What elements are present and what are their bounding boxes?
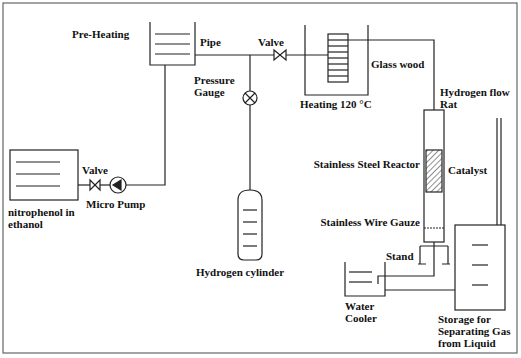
part-label: Stand bbox=[386, 250, 418, 262]
part-label: Pressure Gauge bbox=[194, 74, 242, 98]
part-label: Stainless Steel Reactor bbox=[290, 158, 420, 170]
catalyst-bed bbox=[426, 150, 442, 192]
part-label: Catalyst bbox=[448, 164, 496, 176]
storage-marks bbox=[472, 245, 488, 285]
part-label: Heating 120 °C bbox=[300, 98, 396, 110]
part-label: Glass wood bbox=[371, 58, 431, 70]
part-label: Pre-Heating bbox=[72, 28, 150, 40]
flow-tube bbox=[500, 118, 501, 225]
cooler-water bbox=[349, 272, 372, 282]
reactor-column bbox=[424, 110, 444, 242]
micro-pump bbox=[110, 177, 126, 193]
part-label: Hydrogen flow Rat bbox=[440, 86, 516, 110]
gas-liquid-line bbox=[385, 289, 455, 290]
valve-symbol bbox=[90, 180, 100, 190]
water-cooler bbox=[345, 262, 385, 296]
heating-coil bbox=[328, 34, 348, 82]
heating-bath bbox=[305, 25, 368, 95]
part-label: Valve bbox=[82, 164, 118, 176]
part-label: Storage for Separating Gas from Liquid bbox=[438, 313, 518, 349]
storage-vessel bbox=[455, 225, 505, 310]
pipe bbox=[195, 54, 328, 55]
gauge-line bbox=[249, 55, 250, 91]
preheating-vessel bbox=[150, 22, 195, 65]
part-label: Pipe bbox=[200, 36, 234, 48]
valve-symbol bbox=[274, 50, 286, 60]
feed-liquid bbox=[16, 162, 60, 186]
cylinder-marks bbox=[243, 210, 257, 246]
hydrogen-cylinder bbox=[238, 190, 262, 260]
flow-tube bbox=[496, 118, 497, 225]
pump-mark bbox=[113, 180, 121, 190]
pump-pipe bbox=[126, 65, 165, 185]
part-label: Micro Pump bbox=[86, 198, 156, 210]
feed-vessel bbox=[10, 150, 78, 200]
part-label: Water Cooler bbox=[345, 300, 391, 324]
part-label: Hydrogen cylinder bbox=[196, 266, 306, 278]
liquid-lines bbox=[155, 34, 190, 54]
gauge-mark bbox=[245, 93, 255, 103]
outlet-line bbox=[378, 242, 434, 284]
part-label: nitrophenol in ethanol bbox=[8, 206, 88, 230]
part-label: Stainless Wire Gauze bbox=[296, 216, 420, 228]
pressure-gauge bbox=[243, 91, 257, 105]
wire-gauze bbox=[424, 227, 444, 228]
outer-frame bbox=[3, 3, 517, 353]
coil-turns bbox=[328, 40, 348, 76]
part-label: Valve bbox=[258, 36, 298, 48]
gas-line bbox=[249, 105, 250, 190]
